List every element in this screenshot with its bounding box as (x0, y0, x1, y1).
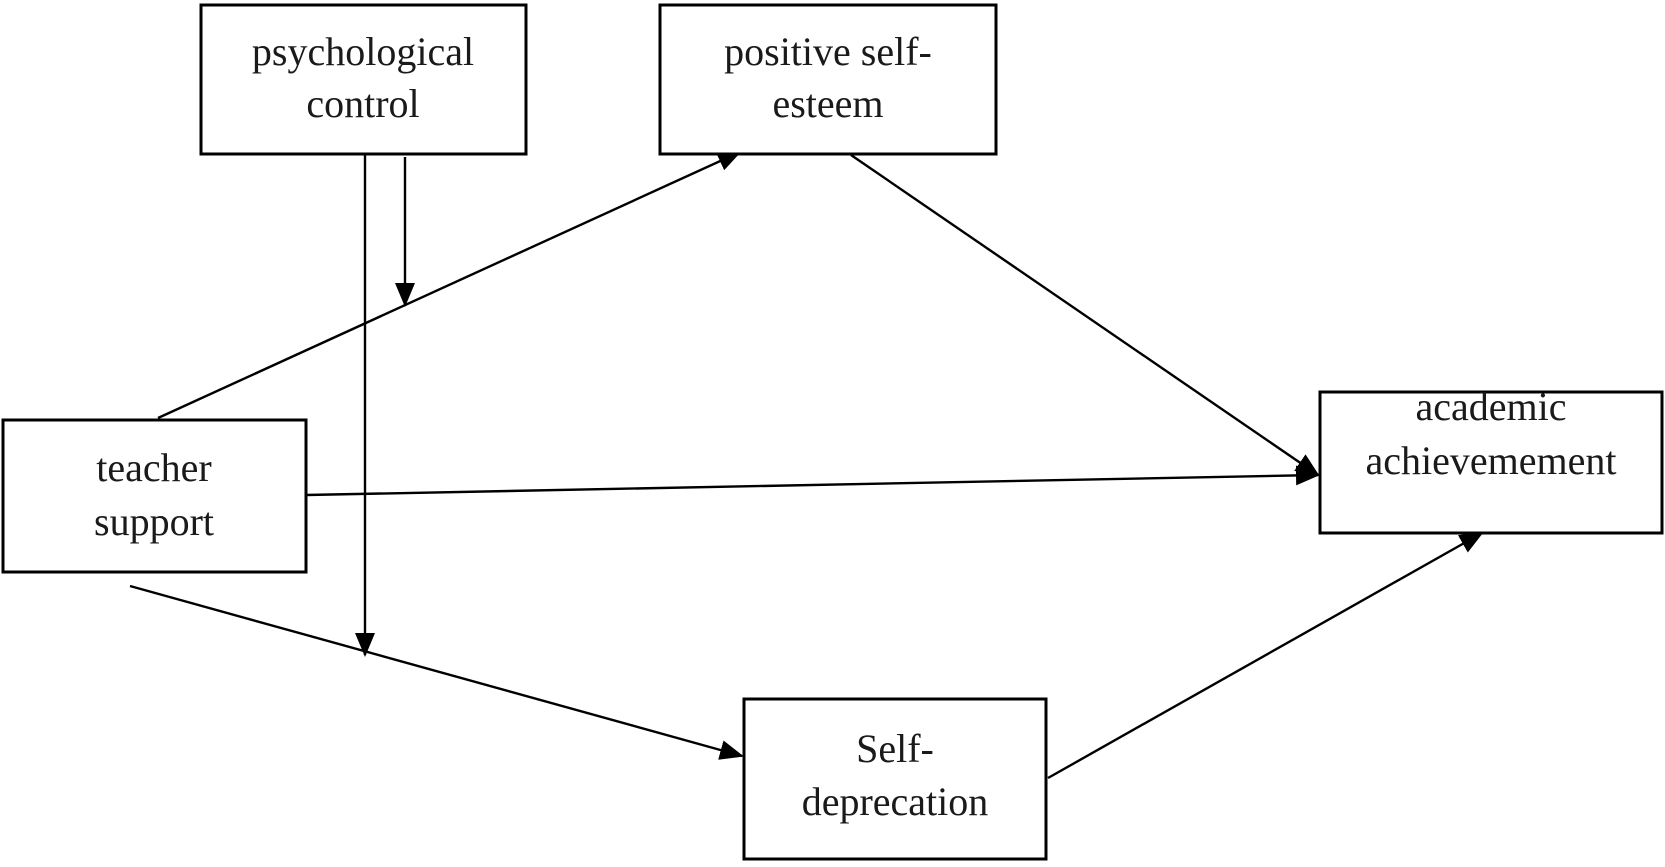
node-teacher-support: teacher support (1, 418, 308, 574)
node-label-line-2: deprecation (802, 779, 989, 824)
node-label-line-2: achievemement (1366, 438, 1617, 483)
edge-teacher-support-to-positive-self-esteem (157, 150, 742, 420)
node-label-line-1: teacher (96, 445, 211, 490)
node-label-line-2: support (94, 499, 214, 544)
node-label-line-1: positive self- (724, 29, 932, 74)
edges (129, 149, 1484, 780)
node-psychological-control: psychological control (199, 3, 528, 156)
node-label-line-1: Self- (856, 726, 934, 771)
node-label-line-2: control (306, 81, 419, 126)
edge-teacher-support-to-self-deprecation (129, 584, 744, 760)
edge-teacher-support-to-academic-achievement (305, 465, 1320, 497)
node-box (1, 418, 308, 574)
node-box (1318, 390, 1664, 535)
node-self-deprecation: Self- deprecation (742, 697, 1048, 861)
node-positive-self-esteem: positive self- esteem (658, 3, 998, 156)
node-box (199, 3, 528, 156)
node-label-line-1: academic (1416, 384, 1567, 429)
node-label-line-2: esteem (772, 81, 883, 126)
edge-positive-self-esteem-to-academic-achievement (850, 154, 1320, 477)
node-label-line-1: psychological (252, 29, 474, 74)
edge-self-deprecation-to-academic-achievement (1047, 531, 1484, 780)
node-box (742, 697, 1048, 861)
node-box (658, 3, 998, 156)
node-academic-achievement: academic achievemement (1318, 384, 1664, 535)
